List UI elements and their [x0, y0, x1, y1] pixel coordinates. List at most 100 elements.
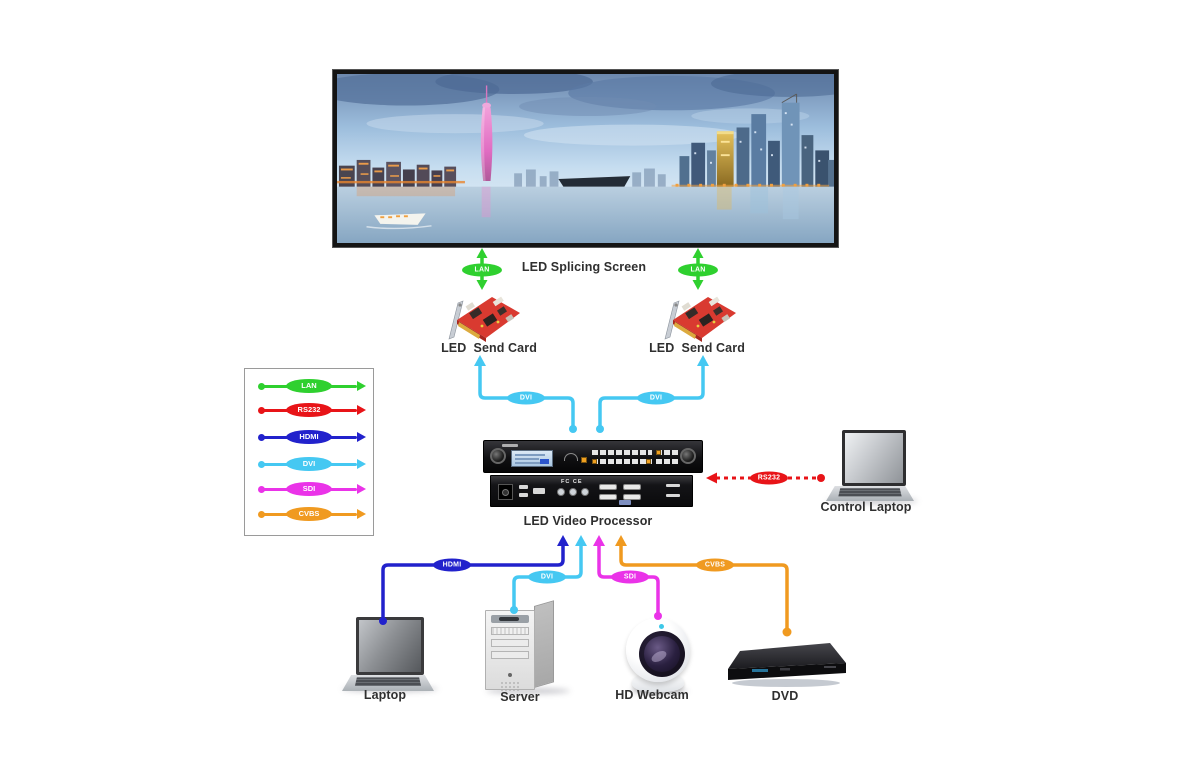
legend-dot	[258, 406, 265, 414]
drive-bay	[491, 627, 529, 635]
legend-row-rs232: RS232	[245, 402, 373, 418]
server-vent	[491, 615, 529, 623]
led-splicing-screen	[333, 70, 838, 247]
legend-label: HDMI	[286, 430, 332, 444]
server-tower	[485, 600, 569, 692]
function-button	[592, 459, 597, 464]
laptop-base	[826, 486, 914, 501]
dvd-player-image	[728, 643, 846, 687]
laptop-keyboard	[838, 488, 902, 497]
dvi-port-icon	[599, 494, 617, 500]
power-button	[581, 457, 587, 463]
button-row	[656, 459, 678, 464]
laptop-screen	[842, 430, 906, 486]
legend-dot	[258, 382, 265, 390]
laptop-caption: Laptop	[363, 688, 407, 702]
server-front	[485, 610, 535, 691]
sdi-label: SDI	[611, 570, 649, 584]
brand-logo	[502, 444, 518, 447]
button-row	[592, 450, 652, 455]
dvi-top-left-label: DVI	[507, 391, 545, 405]
dvi-port-icon	[599, 484, 617, 490]
webcam-lens-icon	[644, 636, 680, 672]
led-send-card-right	[664, 296, 736, 342]
jog-dial-icon	[564, 453, 578, 461]
video-processor-rear-panel: FC CE	[490, 475, 693, 507]
webcam-lens-ring	[639, 631, 685, 677]
button-row	[592, 459, 652, 464]
control-laptop	[826, 430, 914, 501]
legend-box: LAN RS232 HDMI DVI SDI	[244, 368, 374, 536]
legend-row-lan: LAN	[245, 378, 373, 394]
port	[519, 493, 528, 497]
lcd-display	[511, 450, 553, 467]
legend-dot	[258, 460, 265, 468]
rack-handle-right-icon	[680, 448, 696, 464]
video-processor-front-panel	[483, 440, 703, 473]
function-button	[646, 459, 651, 464]
server-caption: Server	[500, 690, 540, 704]
legend-dot	[258, 485, 265, 493]
send-card-right-caption: LED Send Card	[649, 341, 745, 355]
legend-dot	[258, 510, 265, 518]
dvi-port-icon	[623, 494, 641, 500]
legend-arrow-icon	[357, 509, 366, 519]
laptop-screen	[356, 617, 424, 675]
vga-port-icon	[619, 500, 631, 505]
led-send-card-left	[448, 296, 520, 342]
screen-caption: LED Splicing Screen	[521, 260, 647, 274]
legend-row-cvbs: CVBS	[245, 506, 373, 522]
port	[666, 494, 680, 497]
legend-arrow-icon	[357, 459, 366, 469]
cityscape-image	[337, 74, 834, 243]
control-laptop-caption: Control Laptop	[820, 500, 912, 514]
bnc-connector-icon	[569, 488, 577, 496]
legend-arrow-icon	[357, 405, 366, 415]
dvi-bottom-label: DVI	[528, 570, 566, 584]
legend-arrow-icon	[357, 381, 366, 391]
cvbs-label: CVBS	[696, 558, 734, 572]
legend-label: LAN	[286, 379, 332, 393]
hdmi-label: HDMI	[433, 558, 471, 572]
hd-webcam	[622, 614, 694, 692]
power-button-icon	[508, 673, 512, 677]
bnc-connector-icon	[557, 488, 565, 496]
rack-handle-left-icon	[490, 448, 506, 464]
lan-left-label: LAN	[462, 263, 502, 277]
laptop-keyboard	[354, 677, 422, 687]
lan-right-label: LAN	[678, 263, 718, 277]
dvd-caption: DVD	[771, 689, 799, 703]
dvd-player	[726, 641, 848, 691]
drive-bay	[491, 651, 529, 659]
legend-dot	[258, 433, 265, 441]
send-card-left-caption: LED Send Card	[441, 341, 537, 355]
processor-caption: LED Video Processor	[523, 514, 653, 528]
webcam-indicator-light	[659, 624, 664, 629]
rs232-label: RS232	[750, 471, 788, 485]
port	[533, 488, 545, 494]
drive-bay	[491, 639, 529, 647]
legend-row-hdmi: HDMI	[245, 429, 373, 445]
laptop-base	[342, 675, 434, 691]
legend-arrow-icon	[357, 432, 366, 442]
legend-label: SDI	[286, 482, 332, 496]
webcam-caption: HD Webcam	[615, 688, 689, 702]
legend-row-sdi: SDI	[245, 481, 373, 497]
legend-label: CVBS	[286, 507, 332, 521]
legend-arrow-icon	[357, 484, 366, 494]
vent-grid	[500, 681, 520, 691]
legend-label: DVI	[286, 457, 332, 471]
dvi-port-icon	[623, 484, 641, 490]
bnc-connector-icon	[581, 488, 589, 496]
power-inlet-icon	[498, 484, 513, 500]
hdmi-wire	[379, 535, 569, 625]
dvi-top-right-label: DVI	[637, 391, 675, 405]
port	[519, 485, 528, 489]
legend-label: RS232	[286, 403, 332, 417]
function-button	[656, 450, 661, 455]
certification-marking: FC CE	[561, 479, 583, 485]
cvbs-wire	[615, 535, 792, 637]
source-laptop	[342, 617, 434, 691]
